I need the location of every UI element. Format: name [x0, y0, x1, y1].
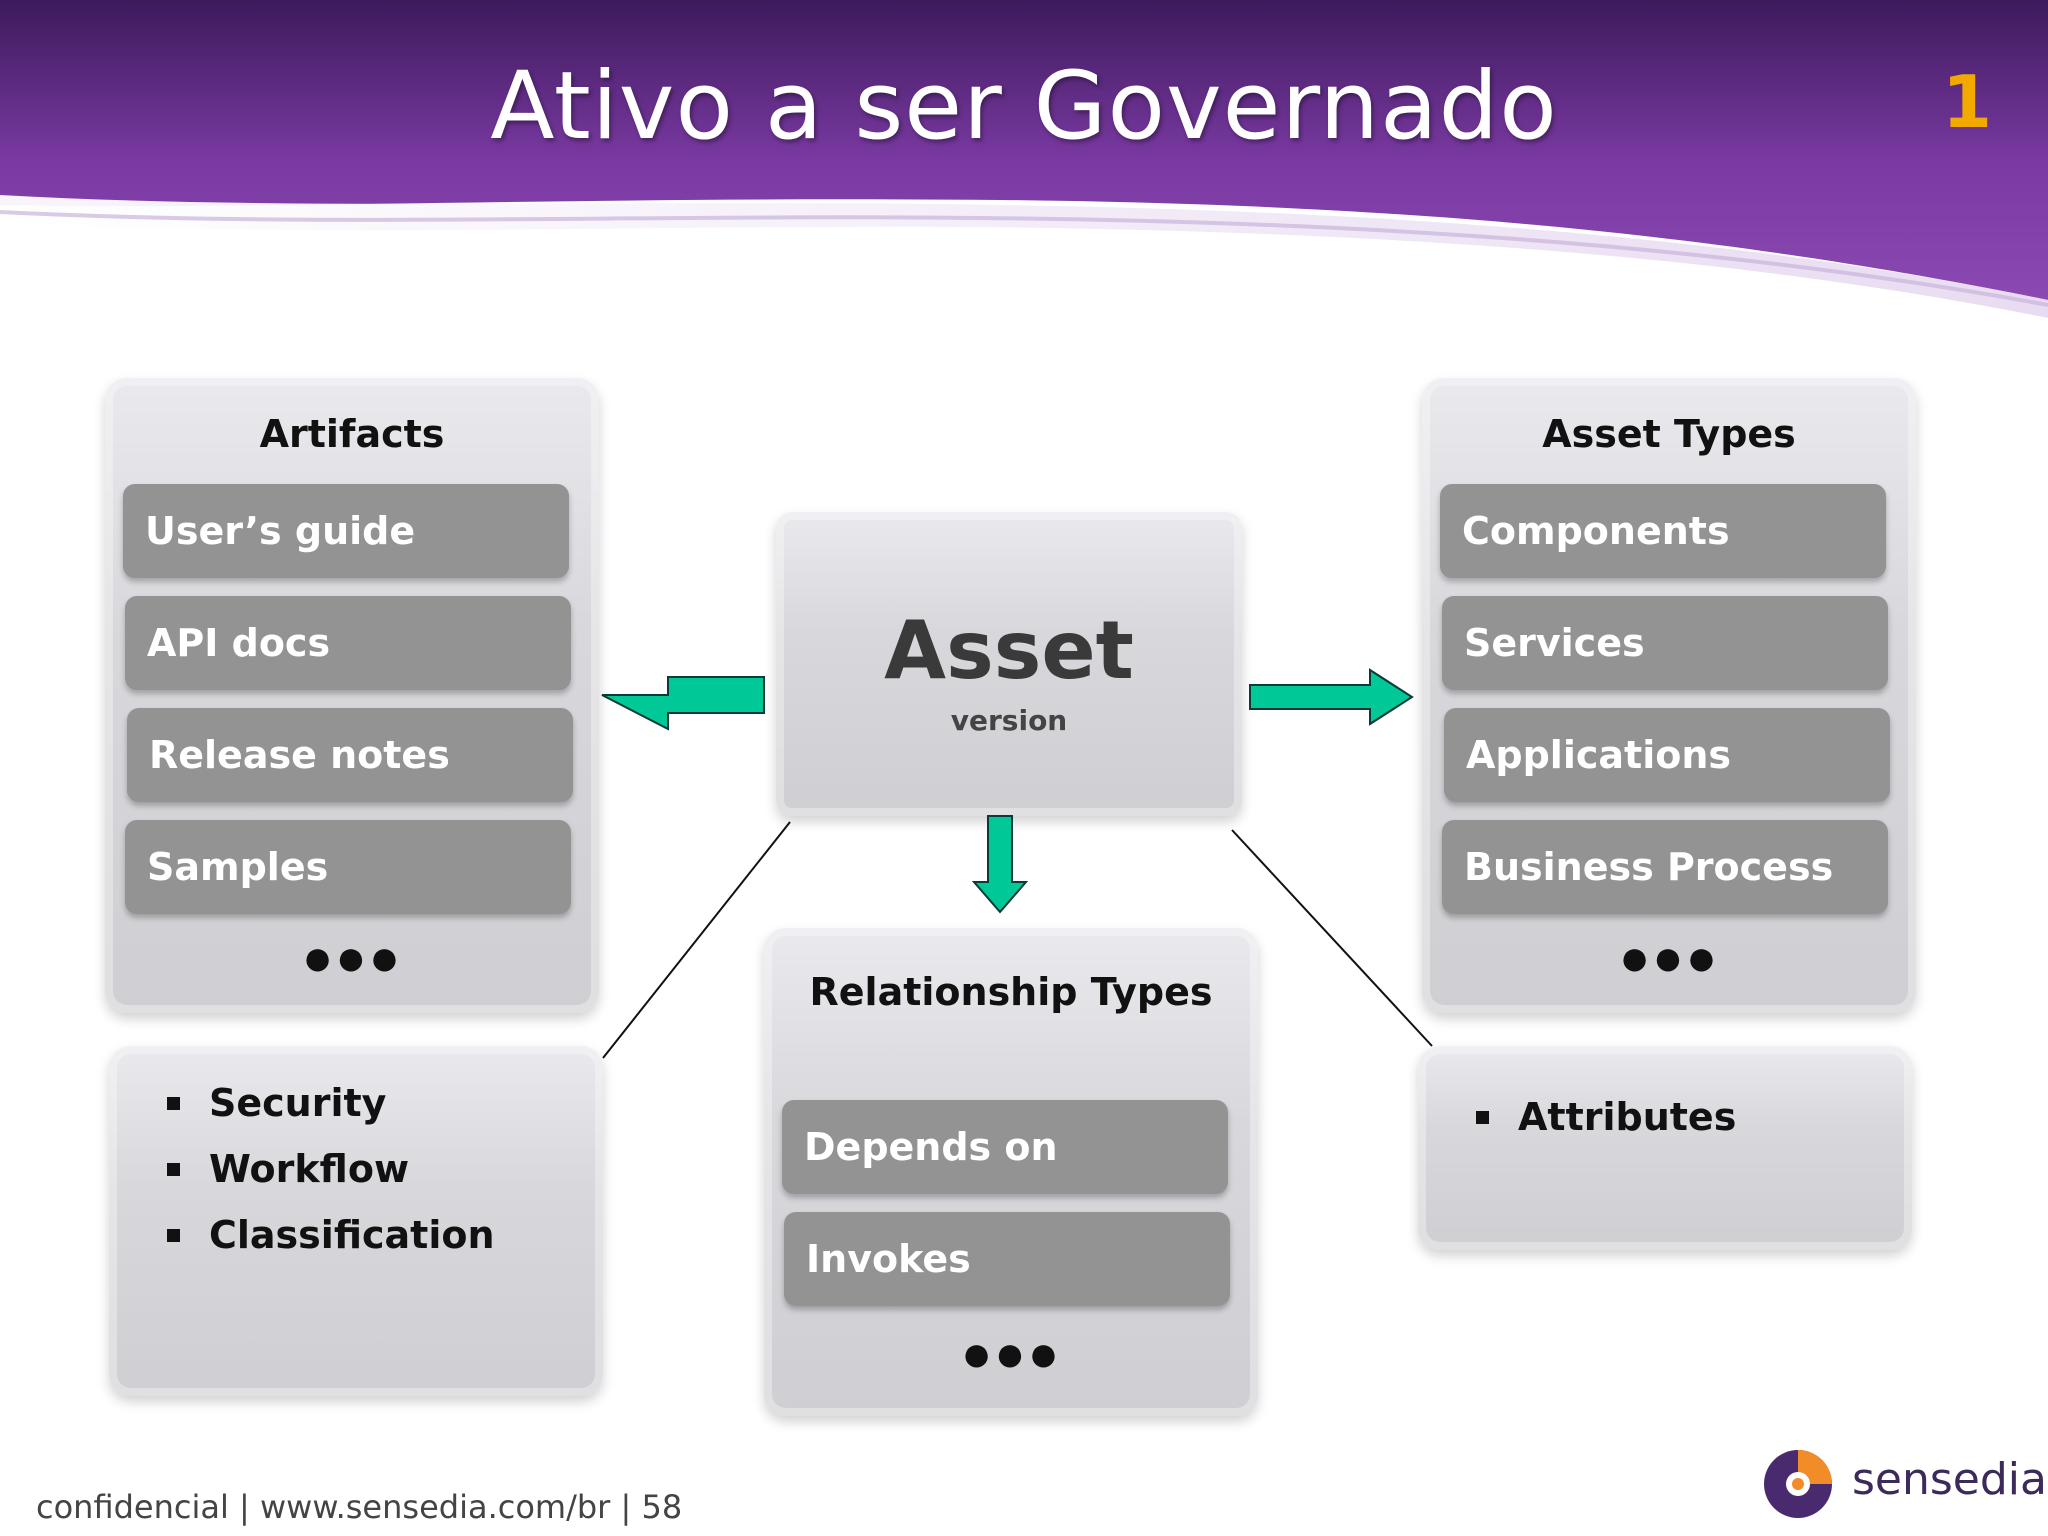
arrow-right-icon: [1249, 668, 1414, 726]
connector-line-right: [1231, 829, 1433, 1047]
header-band: [0, 0, 2048, 330]
asset-type-item: Components: [1440, 484, 1886, 578]
page-title: Ativo a ser Governado: [490, 52, 1558, 161]
asset-types-panel: Asset Types Components Services Applicat…: [1422, 378, 1916, 1013]
relationship-types-title: Relationship Types: [809, 970, 1213, 1014]
corner-number: 1: [1942, 60, 1993, 144]
artifact-item: Release notes: [127, 708, 573, 802]
connector-line-left: [602, 821, 791, 1059]
asset-types-more: ●●●: [1618, 929, 1720, 987]
policy-item: Workflow: [167, 1136, 495, 1202]
asset-box: Asset version: [776, 512, 1242, 816]
artifact-item: API docs: [125, 596, 571, 690]
sensedia-logo: sensedia: [1762, 1444, 2047, 1524]
artifacts-panel: Artifacts User’s guide API docs Release …: [105, 378, 599, 1013]
sensedia-logo-text: sensedia: [1852, 1454, 2047, 1505]
artifacts-title: Artifacts: [259, 412, 445, 456]
asset-type-item: Services: [1442, 596, 1888, 690]
sensedia-logo-icon: [1764, 1450, 1832, 1518]
asset-subtitle: version: [950, 704, 1068, 737]
policies-list: Security Workflow Classification: [167, 1070, 495, 1268]
attributes-list: Attributes: [1476, 1084, 1736, 1150]
asset-title: Asset: [884, 604, 1134, 697]
asset-type-item: Applications: [1444, 708, 1890, 802]
footer-text: confidencial | www.sensedia.com/br | 58: [36, 1488, 683, 1526]
arrow-left-icon: [601, 676, 765, 731]
relationship-types-panel: Relationship Types Depends on Invokes ●●…: [764, 928, 1258, 1416]
artifact-item: User’s guide: [123, 484, 569, 578]
relationship-types-more: ●●●: [960, 1325, 1062, 1383]
attribute-item: Attributes: [1476, 1084, 1736, 1150]
policy-item: Security: [167, 1070, 495, 1136]
arrow-down-icon: [971, 815, 1029, 914]
relationship-item: Invokes: [784, 1212, 1230, 1306]
attributes-panel: Attributes: [1418, 1046, 1912, 1250]
policies-panel: Security Workflow Classification: [109, 1046, 603, 1396]
asset-type-item: Business Process: [1442, 820, 1888, 914]
asset-types-title: Asset Types: [1542, 412, 1796, 456]
header-swoosh: [0, 0, 2048, 330]
relationship-item: Depends on: [782, 1100, 1228, 1194]
artifacts-more: ●●●: [301, 929, 403, 987]
artifact-item: Samples: [125, 820, 571, 914]
policy-item: Classification: [167, 1202, 495, 1268]
